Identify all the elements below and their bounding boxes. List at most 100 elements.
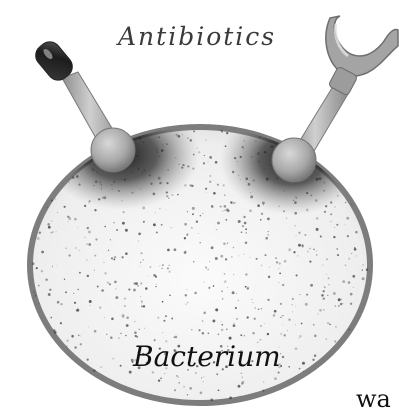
speckle-dot — [73, 293, 74, 294]
speckle-dot — [56, 231, 57, 232]
speckle-dot — [133, 289, 136, 292]
speckle-dot — [74, 302, 76, 304]
speckle-dot — [148, 276, 149, 277]
speckle-dot — [187, 302, 188, 303]
speckle-dot — [226, 328, 228, 330]
speckle-dot — [164, 373, 165, 374]
speckle-dot — [213, 192, 216, 195]
speckle-dot — [140, 282, 142, 284]
speckle-dot — [301, 244, 303, 246]
speckle-dot — [139, 329, 140, 330]
speckle-dot — [142, 303, 143, 304]
speckle-dot — [245, 273, 247, 275]
speckle-dot — [90, 305, 91, 306]
speckle-dot — [312, 359, 314, 361]
speckle-dot — [282, 284, 284, 286]
speckle-dot — [345, 224, 346, 225]
speckle-dot — [111, 257, 113, 259]
speckle-dot — [210, 398, 213, 401]
speckle-dot — [77, 227, 78, 228]
speckle-dot — [262, 390, 264, 392]
speckle-dot — [189, 387, 192, 390]
speckle-dot — [80, 343, 82, 345]
speckle-dot — [233, 324, 236, 327]
speckle-dot — [279, 262, 281, 264]
speckle-dot — [267, 299, 269, 301]
speckle-dot — [192, 207, 195, 210]
speckle-dot — [183, 386, 184, 387]
speckle-dot — [335, 326, 336, 327]
speckle-dot — [140, 266, 141, 267]
speckle-dot — [213, 285, 215, 287]
speckle-dot — [326, 258, 328, 260]
speckle-dot — [145, 287, 148, 290]
speckle-dot — [140, 252, 142, 254]
speckle-dot — [165, 209, 166, 210]
speckle-dot — [167, 267, 169, 269]
speckle-dot — [298, 232, 300, 234]
speckle-dot — [342, 303, 343, 304]
speckle-dot — [226, 132, 228, 134]
speckle-dot — [242, 381, 245, 384]
speckle-dot — [129, 371, 132, 374]
speckle-dot — [103, 262, 104, 263]
speckle-dot — [252, 332, 254, 334]
speckle-dot — [113, 259, 115, 261]
speckle-dot — [261, 213, 263, 215]
speckle-dot — [330, 213, 332, 215]
speckle-dot — [224, 205, 227, 208]
speckle-dot — [84, 205, 86, 207]
speckle-dot — [334, 227, 335, 228]
speckle-dot — [174, 389, 176, 391]
speckle-dot — [278, 282, 279, 283]
speckle-dot — [176, 375, 177, 376]
left-antibiotic-molecule — [31, 37, 135, 172]
speckle-dot — [35, 295, 37, 297]
speckle-dot — [284, 334, 286, 336]
speckle-dot — [184, 223, 187, 226]
speckle-dot — [286, 217, 288, 219]
speckle-dot — [193, 261, 195, 263]
speckle-dot — [241, 232, 242, 233]
speckle-dot — [333, 292, 336, 295]
speckle-dot — [163, 320, 165, 322]
speckle-dot — [326, 274, 327, 275]
speckle-dot — [224, 210, 225, 211]
speckle-dot — [104, 226, 106, 228]
speckle-dot — [297, 255, 298, 256]
speckle-dot — [229, 397, 232, 400]
speckle-dot — [280, 333, 282, 335]
speckle-dot — [106, 334, 108, 336]
speckle-dot — [77, 309, 80, 312]
speckle-dot — [288, 319, 290, 321]
speckle-dot — [87, 275, 90, 278]
speckle-dot — [185, 294, 187, 296]
speckle-dot — [178, 382, 179, 383]
speckle-dot — [265, 237, 268, 240]
speckle-dot — [68, 221, 69, 222]
speckle-dot — [137, 285, 139, 287]
speckle-dot — [268, 234, 269, 235]
speckle-dot — [334, 340, 336, 342]
speckle-dot — [227, 243, 228, 244]
speckle-dot — [328, 277, 330, 279]
speckle-dot — [292, 304, 293, 305]
speckle-dot — [171, 227, 172, 228]
speckle-dot — [203, 162, 205, 164]
speckle-dot — [94, 255, 96, 257]
speckle-dot — [116, 229, 118, 231]
speckle-dot — [104, 317, 105, 318]
speckle-dot — [243, 216, 245, 218]
speckle-dot — [321, 294, 324, 297]
speckle-dot — [79, 272, 81, 274]
speckle-dot — [74, 218, 77, 221]
speckle-dot — [310, 284, 313, 287]
speckle-dot — [274, 310, 277, 313]
speckle-dot — [247, 287, 249, 289]
speckle-dot — [205, 188, 207, 190]
speckle-dot — [282, 356, 284, 358]
speckle-dot — [280, 303, 282, 305]
speckle-dot — [87, 359, 89, 361]
speckle-dot — [234, 323, 235, 324]
speckle-dot — [320, 235, 322, 237]
